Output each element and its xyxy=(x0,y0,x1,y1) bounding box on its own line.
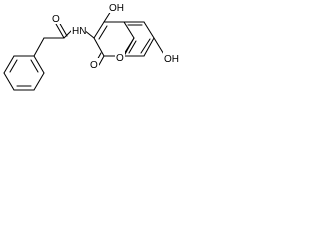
right-hydroxyl-mask xyxy=(163,52,180,64)
phenyl-to-ch2-bond xyxy=(33,37,45,57)
c3-to-c4-bond xyxy=(93,21,105,39)
atom-label-layer: OH HN O O O OH xyxy=(51,1,180,71)
benzo-bond-2 xyxy=(143,21,155,39)
phenyl-bond-1 xyxy=(3,55,15,74)
amide-carbonyl-bond-b xyxy=(58,21,68,37)
ring-oxygen-label: O xyxy=(116,53,124,64)
lactone-carbonyl-oxygen-label: O xyxy=(90,60,98,71)
right-hydroxyl-label: OH xyxy=(164,54,179,65)
top-hydroxyl-mask xyxy=(108,1,124,13)
phenyl-bond-4 xyxy=(33,72,45,91)
phenyl-inner-double-1 xyxy=(9,59,18,73)
phenyl-bond-3 xyxy=(33,55,45,74)
amide-oxygen-label: O xyxy=(52,14,60,25)
benzo-bond-5 xyxy=(123,37,135,57)
lactone-carbonyl-bond-a xyxy=(98,55,105,66)
amide-oxygen-mask xyxy=(51,12,61,24)
carbonyl-to-nh-bond xyxy=(63,29,73,39)
phenyl-bond-6 xyxy=(3,72,15,91)
c2-to-c3-bond xyxy=(93,37,105,57)
c4a-to-c8a-bond xyxy=(123,21,135,39)
amide-nh-label: HN xyxy=(72,26,86,37)
ring-oxygen-mask xyxy=(115,51,125,63)
lactone-carbonyl-oxygen-mask xyxy=(89,58,99,70)
chemical-structure-diagram: OH HN O O O OH xyxy=(3,1,180,91)
benzo-inner-double-3 xyxy=(128,40,137,54)
benzo-bond-3 xyxy=(143,37,155,57)
bond-layer xyxy=(3,10,166,91)
amide-nh-mask xyxy=(71,24,86,36)
top-hydroxyl-label: OH xyxy=(109,3,124,14)
c3-c4-double-bond xyxy=(98,25,108,40)
amide-carbonyl-bond-a xyxy=(55,23,65,39)
benzo-inner-double-2 xyxy=(140,38,151,54)
phenyl-inner-double-2 xyxy=(30,59,39,73)
